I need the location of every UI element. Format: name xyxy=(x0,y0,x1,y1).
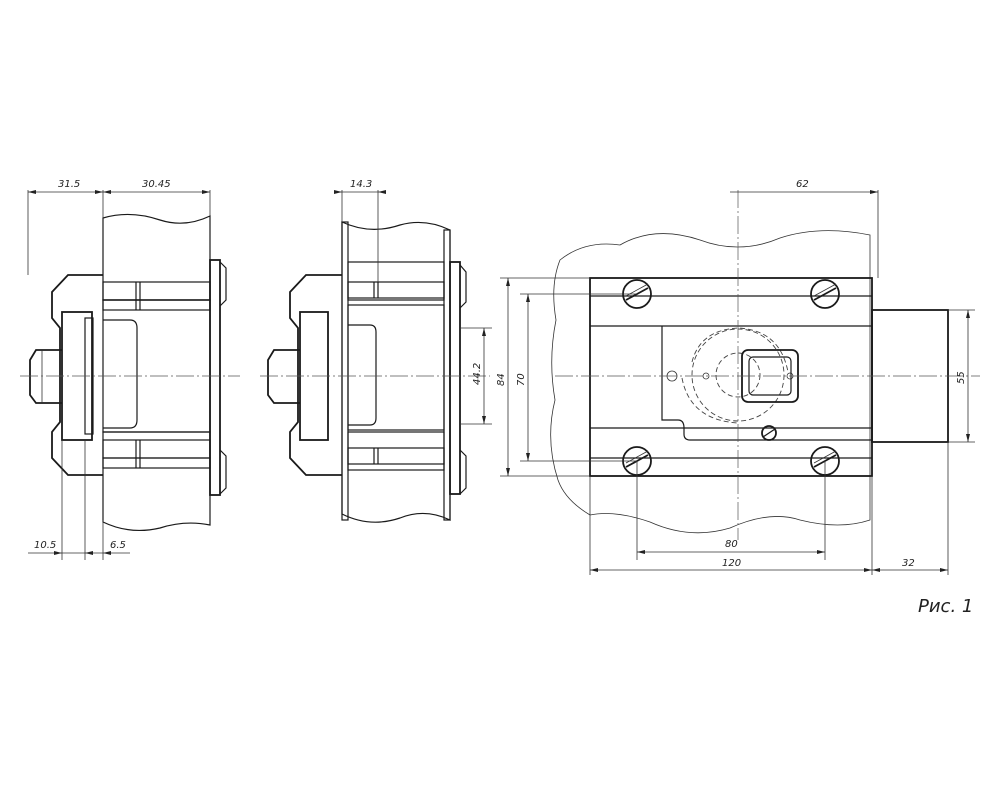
wood-strip-upper xyxy=(347,261,445,301)
dim-32: 32 xyxy=(902,558,915,569)
screw-small xyxy=(761,425,777,441)
dim-62: 62 xyxy=(796,179,809,190)
screw-top-right xyxy=(810,279,840,309)
dim-44-2: 44.2 xyxy=(472,363,483,385)
front-view: 62 84 70 55 80 120 32 xyxy=(496,179,980,575)
dim-84: 84 xyxy=(496,373,507,386)
dim-30-45: 30.45 xyxy=(142,179,171,190)
dim-120: 120 xyxy=(722,558,741,569)
face-plate xyxy=(209,259,221,496)
dim-14-3: 14.3 xyxy=(350,179,372,190)
wood-upper xyxy=(102,213,211,301)
dim-6-5: 6.5 xyxy=(110,540,126,551)
door-panel xyxy=(341,221,451,523)
key-cylinder xyxy=(29,349,62,404)
wood-outline xyxy=(550,230,871,534)
dim-10-5: 10.5 xyxy=(34,540,56,551)
figure-caption: Рис. 1 xyxy=(918,596,973,617)
left-section-view: 31.5 30.45 10.5 6.5 xyxy=(20,179,240,560)
dim-31-5: 31.5 xyxy=(58,179,80,190)
dimension-arrows xyxy=(28,190,970,572)
dim-55: 55 xyxy=(956,371,967,384)
dim-80: 80 xyxy=(725,539,738,550)
wood-lower xyxy=(102,431,211,532)
dim-70: 70 xyxy=(516,373,527,386)
middle-section-view: 14.3 44.2 xyxy=(260,179,492,523)
